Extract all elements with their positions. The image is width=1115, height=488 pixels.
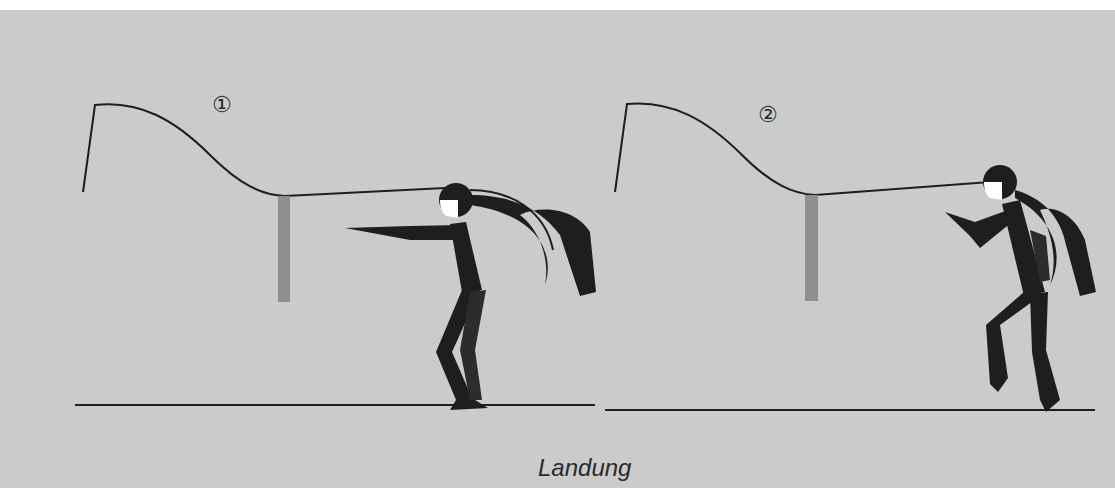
panel-two [605, 103, 1096, 412]
top-margin [0, 0, 1115, 10]
callout-number: ① [212, 94, 232, 116]
figure-caption: Landung [538, 456, 631, 480]
callout-number: ② [758, 104, 778, 126]
panel-one [75, 104, 596, 410]
